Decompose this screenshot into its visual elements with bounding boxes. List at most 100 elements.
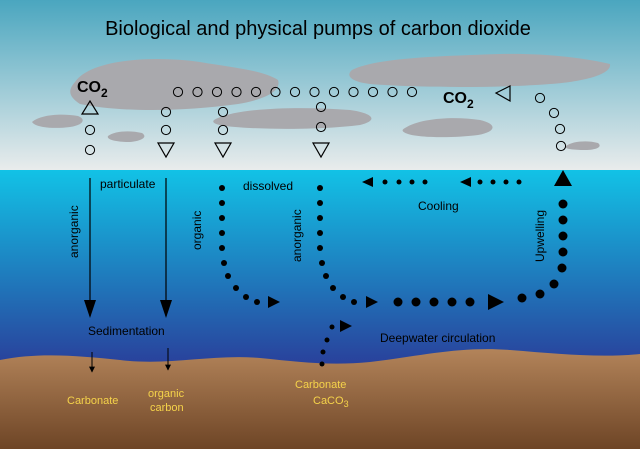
flow-dot (516, 179, 522, 185)
co2-flow-circle (367, 86, 379, 98)
flow-dot (396, 179, 402, 185)
flow-dot (219, 230, 225, 236)
flow-dot (351, 299, 357, 305)
seabed (0, 349, 640, 449)
dissolved-label: dissolved (243, 179, 293, 193)
cloud-middle (213, 108, 372, 129)
flow-dot (517, 293, 527, 303)
flow-dot (319, 260, 325, 266)
flow-dot (558, 247, 568, 257)
anorganic-label-left: anorganic (67, 205, 81, 258)
carbonate-branch-arrowhead (340, 320, 352, 332)
carbonate-caco3-label-1: Carbonate (295, 379, 346, 391)
anorganic-sink-arrowhead (84, 300, 96, 318)
triangle-up-left (80, 99, 100, 115)
flow-dot (317, 245, 323, 251)
flow-dot (219, 185, 225, 191)
triangle-down-3 (311, 142, 331, 159)
deepwater-main-arrowhead (488, 294, 504, 310)
co2-flow-circle (84, 124, 96, 136)
co2-flow-circle (315, 101, 327, 113)
flow-dot (243, 294, 249, 300)
flow-dot (319, 361, 325, 367)
triangle-left-right (494, 85, 511, 103)
cloud-main (70, 59, 279, 110)
organic-label: organic (190, 211, 204, 250)
flow-dot (219, 215, 225, 221)
co2-flow-circle (192, 86, 203, 98)
co2-flow-circle (534, 92, 546, 104)
flow-dot (330, 285, 336, 291)
cooling-arrowhead-left (362, 177, 373, 187)
anorganic-label-mid: anorganic (290, 209, 304, 262)
flow-dot (219, 200, 225, 206)
cloud-right-small (402, 118, 493, 138)
co2-flow-circle (348, 86, 359, 98)
flow-dot (324, 337, 330, 343)
flow-dot (447, 297, 457, 307)
co2-flow-circle (160, 124, 172, 136)
flow-dot (558, 199, 568, 209)
flow-dot (317, 200, 323, 206)
organic-carbon-label-2: carbon (150, 402, 184, 414)
deepwater-circulation-label: Deepwater circulation (380, 331, 495, 345)
flow-dot (535, 289, 545, 299)
flow-dot (465, 297, 475, 307)
flow-dot (221, 260, 227, 266)
cooling-label: Cooling (418, 199, 459, 213)
atmospheric-co2-flow (84, 86, 567, 156)
co2-flow-circle (211, 86, 223, 98)
flow-dot (254, 299, 260, 305)
flow-dot (317, 215, 323, 221)
co2-flow-circle (289, 86, 301, 98)
flow-dot (477, 179, 483, 185)
cloud-left-tiny (107, 131, 145, 142)
triangle-down-2 (213, 142, 233, 159)
co2-flow-circle (160, 106, 172, 118)
flow-dot (411, 297, 421, 307)
flow-dot (549, 279, 559, 289)
organic-sink-arrowhead (160, 300, 172, 318)
co2-flow-circle (555, 140, 567, 152)
upwelling-arrowhead (554, 170, 572, 186)
ocean-dot-flows (219, 179, 568, 367)
cloud-left-small (32, 114, 83, 128)
cloud-right-large (349, 53, 611, 87)
flow-dot (557, 263, 567, 273)
diagram-title: Biological and physical pumps of carbon … (105, 18, 531, 40)
flow-dot (219, 245, 225, 251)
co2-flow-circle (250, 86, 262, 98)
co2-flow-circle (554, 123, 566, 135)
flow-dot (558, 231, 568, 241)
triangle-down-1 (156, 142, 176, 159)
upwelling-label: Upwelling (533, 210, 547, 262)
sedimentation-label: Sedimentation (88, 324, 165, 338)
flow-dot (323, 273, 329, 279)
co2-flow-circle (231, 86, 242, 98)
carbonate-sediment-label: Carbonate (67, 395, 118, 407)
co2-flow-circle (172, 86, 184, 98)
co2-flow-circle (270, 86, 281, 98)
flow-arrowheads (268, 170, 572, 332)
co2-flow-circle (387, 86, 398, 98)
co2-flow-circle (328, 86, 340, 98)
atmospheric-triangles (80, 85, 511, 159)
flow-dot (409, 179, 415, 185)
flow-dot (233, 285, 239, 291)
flow-dot (320, 349, 326, 355)
organic-carbon-label-1: organic (148, 388, 185, 400)
co2-flow-circle (217, 124, 229, 136)
flow-dot (422, 179, 428, 185)
organic-loop-arrowhead (268, 296, 280, 308)
co2-flow-circle (548, 107, 560, 119)
flow-dot (317, 230, 323, 236)
cooling-arrowhead-right (460, 177, 471, 187)
caco3-label: CaCO3 (313, 395, 349, 409)
co2-flow-circle (309, 86, 320, 98)
co2-label-right: CO2 (443, 90, 474, 111)
co2-flow-circle (315, 121, 327, 133)
cloud-right-tiny (565, 141, 600, 150)
flow-dot (490, 179, 496, 185)
